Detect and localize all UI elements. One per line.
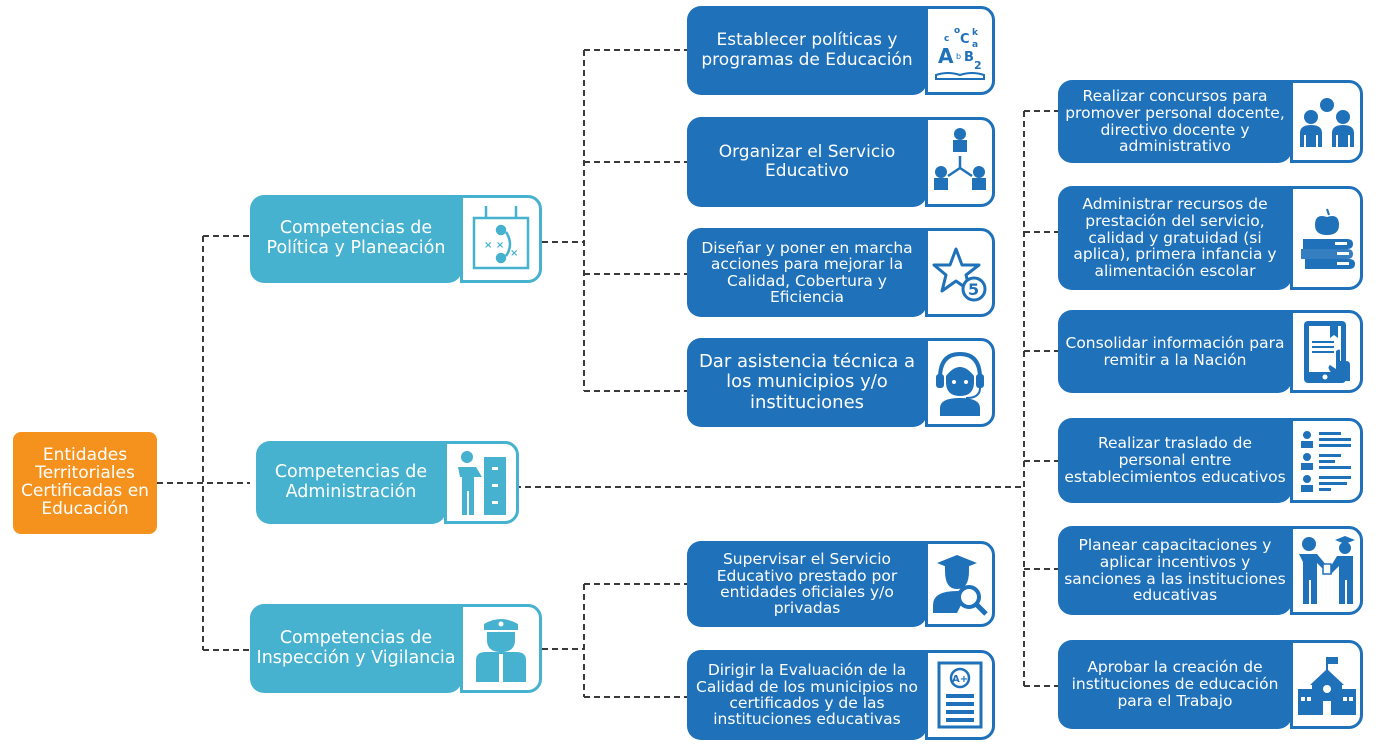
presenter-files-icon: [444, 441, 519, 524]
alphabet-book-icon: A b B 2 c o C k a: [925, 6, 995, 95]
svg-text:×: ×: [510, 248, 518, 259]
svg-text:a: a: [972, 40, 978, 50]
graduate-magnifier-icon: [925, 541, 995, 627]
svg-text:c: c: [944, 34, 949, 44]
item-label: Realizar concursos para promover persona…: [1058, 80, 1292, 163]
award-handover-icon: [1290, 526, 1363, 615]
svg-text:× ×: × ×: [484, 240, 504, 251]
inspeccion-item: Dirigir la Evaluación de la Calidad de l…: [687, 650, 995, 740]
svg-text:C: C: [960, 32, 970, 47]
inspeccion-item: Supervisar el Servicio Educativo prestad…: [687, 541, 995, 627]
administracion-item: Consolidar información para remitir a la…: [1058, 310, 1363, 393]
readers-network-icon: [925, 117, 995, 207]
staff-list-icon: [1290, 418, 1363, 503]
root-node: Entidades Territoriales Certificadas en …: [13, 432, 157, 534]
school-building-icon: [1290, 640, 1363, 729]
item-label: Establecer políticas y programas de Educ…: [687, 6, 927, 95]
administracion-item: Realizar traslado de personal entre esta…: [1058, 418, 1363, 503]
competencia-politica-planeacion: Competencias de Política y Planeación × …: [250, 195, 542, 283]
star-rating-5-icon: 5: [925, 228, 995, 317]
item-label: Consolidar información para remitir a la…: [1058, 310, 1292, 393]
svg-text:2: 2: [974, 59, 982, 72]
politica-item: Establecer políticas y programas de Educ…: [687, 6, 995, 95]
item-label: Aprobar la creación de instituciones de …: [1058, 640, 1292, 729]
competencia-inspeccion-vigilancia: Competencias de Inspección y Vigilancia: [250, 604, 542, 693]
svg-text:5: 5: [968, 280, 979, 299]
competencia-label: Competencias de Política y Planeación: [250, 195, 462, 283]
svg-text:A+: A+: [952, 674, 968, 685]
strategy-board-icon: × × ×: [460, 195, 542, 283]
item-label: Diseñar y poner en marcha acciones para …: [687, 228, 927, 317]
administracion-item: Administrar recursos de prestación del s…: [1058, 186, 1363, 290]
item-label: Supervisar el Servicio Educativo prestad…: [687, 541, 927, 627]
item-label: Planear capacitaciones y aplicar incenti…: [1058, 526, 1292, 615]
politica-item: Diseñar y poner en marcha acciones para …: [687, 228, 995, 317]
item-label: Dirigir la Evaluación de la Calidad de l…: [687, 650, 927, 740]
administracion-item: Realizar concursos para promover persona…: [1058, 80, 1363, 163]
root-label: Entidades Territoriales Certificadas en …: [21, 445, 149, 519]
item-label: Organizar el Servicio Educativo: [687, 117, 927, 207]
support-headset-icon: [925, 338, 995, 427]
books-apple-icon: [1290, 186, 1363, 290]
svg-text:b: b: [956, 52, 961, 61]
svg-text:k: k: [972, 28, 979, 38]
item-label: Realizar traslado de personal entre esta…: [1058, 418, 1292, 503]
administracion-item: Planear capacitaciones y aplicar incenti…: [1058, 526, 1363, 615]
competencia-administracion: Competencias de Administración: [256, 441, 519, 524]
item-label: Dar asistencia técnica a los municipios …: [687, 338, 927, 427]
officer-icon: [460, 604, 542, 693]
tablet-document-icon: [1290, 310, 1363, 393]
svg-text:A: A: [938, 44, 954, 68]
politica-item: Organizar el Servicio Educativo: [687, 117, 995, 207]
politica-item: Dar asistencia técnica a los municipios …: [687, 338, 995, 427]
item-label: Administrar recursos de prestación del s…: [1058, 186, 1292, 290]
competencia-label: Competencias de Administración: [256, 441, 446, 524]
administracion-item: Aprobar la creación de instituciones de …: [1058, 640, 1363, 729]
svg-text:B: B: [964, 50, 974, 65]
graded-paper-icon: A+: [925, 650, 995, 740]
svg-text:o: o: [954, 26, 960, 36]
group-people-icon: [1290, 80, 1363, 163]
competencia-label: Competencias de Inspección y Vigilancia: [250, 604, 462, 693]
